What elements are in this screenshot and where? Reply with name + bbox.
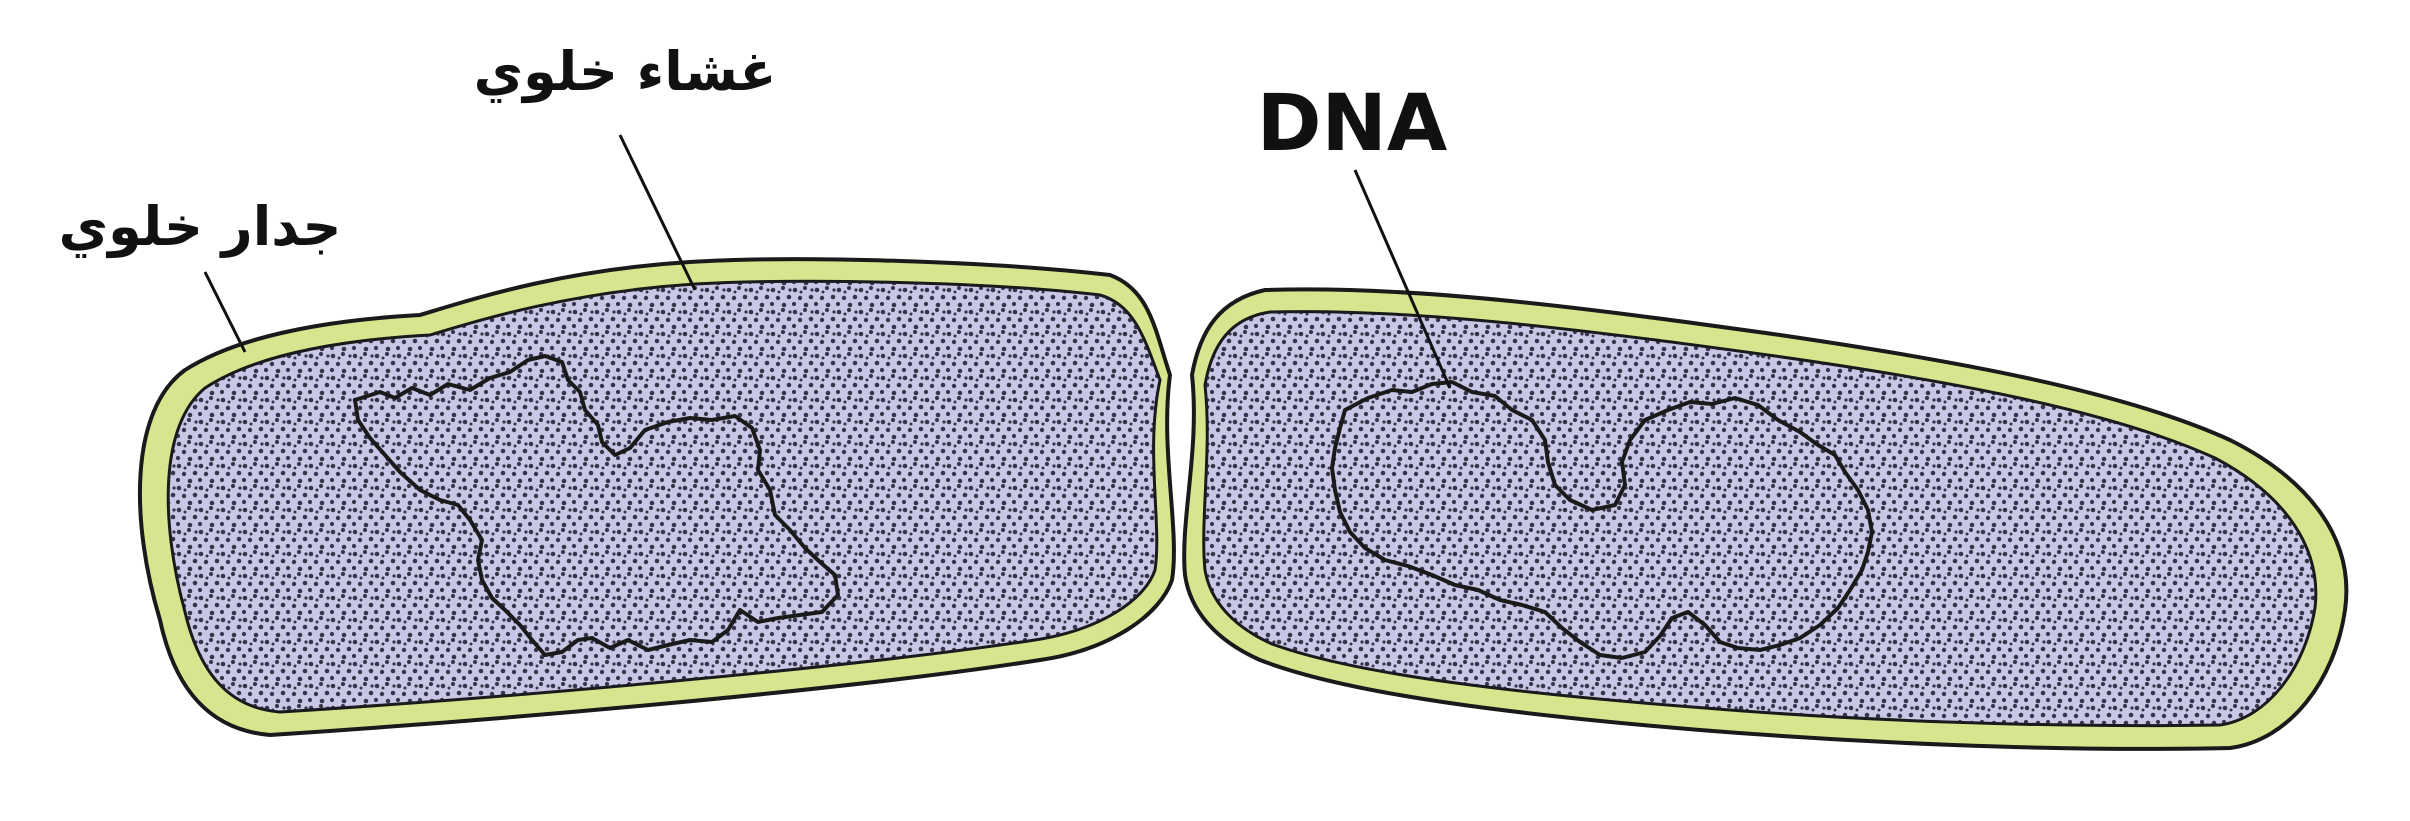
cell-membrane-label: غشاء خلوي [474,40,777,103]
right-cytoplasm-granules [1203,311,2316,726]
right-nucleoid-dna [1330,380,1874,660]
left-bacterium [137,257,1176,738]
cell-wall-leader-line [203,271,247,353]
right-bacterium [1182,287,2349,751]
cell-wall-label: جدار خلوي [59,195,342,258]
dna-leader-line [1353,169,1452,389]
dna-label: DNA [1257,79,1447,169]
cell-membrane-leader-line [618,134,697,291]
left-nucleoid-dna [353,354,840,657]
